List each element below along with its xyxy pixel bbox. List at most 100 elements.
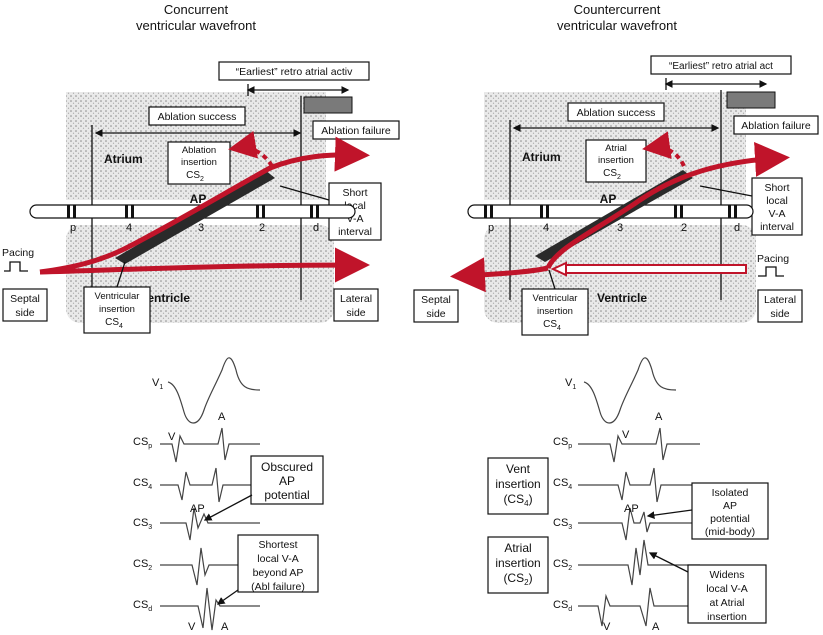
left-cs3-label: CS3: [133, 517, 152, 531]
right-atrins-line2: insertion: [495, 556, 540, 570]
right-title-line1: Countercurrent: [574, 2, 661, 17]
right-hollow-wavefront-head: [550, 261, 567, 277]
right-ventricle-label: Ventricle: [597, 291, 647, 305]
left-obscured-box: [250, 455, 324, 505]
left-obscured-line3: potential: [264, 488, 309, 502]
left-cath-p: p: [70, 222, 76, 234]
right-ablation-failure-box: [733, 115, 819, 135]
right-short-line1: Short: [764, 182, 789, 194]
left-electrograms: V1 V A CSp CS4 CS3 AP CS2 CSd V A Obscur…: [133, 357, 324, 633]
right-cs4-label: CS4: [553, 477, 572, 491]
left-earliest-label: “Earliest” retro atrial activ: [236, 66, 353, 78]
right-wavefront-septal-arrow: [450, 257, 549, 293]
left-wavefront-up-arrow: [39, 136, 370, 275]
right-ventins-line1: Vent: [506, 462, 531, 476]
left-ablation-success-box: [148, 106, 246, 126]
right-hollow-wavefront-bar: [565, 264, 747, 274]
left-csd-trace: [160, 587, 260, 631]
right-csp-trace: [578, 427, 700, 463]
left-obscured-pointer: [203, 494, 253, 521]
left-pacing-pulse-icon: [4, 261, 28, 272]
right-insertion-cs: CS2: [603, 168, 621, 181]
left-septal-line2: side: [15, 307, 34, 319]
left-obscured-line1: Obscured: [261, 460, 313, 474]
right-isolated-box: [691, 482, 769, 540]
right-cath-4: 4: [543, 222, 549, 234]
left-insertion-box: [167, 141, 231, 185]
left-insertion-cs: CS2: [186, 170, 204, 183]
left-catheter-electrodes: [67, 205, 319, 218]
right-v1-v-label: V: [622, 429, 630, 441]
left-shortest-line1: Shortest: [258, 539, 297, 551]
left-cs2-trace: [160, 547, 260, 586]
right-cs3-ap-label: AP: [624, 503, 639, 515]
left-insertion-line2: insertion: [181, 157, 217, 168]
left-v1-trace: [167, 357, 261, 424]
right-cath-2: 2: [681, 222, 687, 234]
left-shortest-line3: beyond AP: [253, 567, 304, 579]
left-vent-line2: insertion: [99, 304, 135, 315]
left-failure-bar: [303, 96, 353, 114]
left-atrium-label: Atrium: [104, 152, 143, 166]
right-septal-box: [413, 289, 459, 323]
left-ablation-success-label: Ablation success: [158, 111, 237, 123]
right-widens-box: [687, 564, 767, 624]
left-retro-dashed-arrow: [228, 130, 274, 168]
left-v1-label: V1: [152, 377, 163, 391]
left-csd-v-label: V: [188, 621, 196, 633]
left-csd-a-label: A: [221, 621, 229, 633]
right-widens-line4: insertion: [707, 611, 747, 623]
right-csd-v-label: V: [603, 621, 611, 633]
right-atrins-line3: (CS2): [503, 571, 532, 587]
left-insertion-line1: Ablation: [182, 145, 216, 156]
left-csp-label: CSp: [133, 436, 152, 450]
right-ablation-success-box: [567, 102, 665, 122]
right-lateral-line1: Lateral: [764, 294, 796, 306]
right-electrograms: V1 V A CSp CS4 CS3 AP CS2 CSd V A Vent i…: [487, 357, 769, 633]
right-cs2-label: CS2: [553, 558, 572, 572]
right-widens-line1: Widens: [709, 569, 744, 581]
right-widens-line2: local V-A: [706, 583, 747, 595]
left-cs2-label: CS2: [133, 558, 152, 572]
right-title-line2: ventricular wavefront: [557, 18, 677, 33]
right-isolated-line1: Isolated: [712, 487, 749, 499]
right-panel: Countercurrent ventricular wavefront “Ea…: [413, 2, 819, 336]
right-csp-label: CSp: [553, 436, 572, 450]
left-v1-a-label: A: [218, 411, 226, 423]
right-catheter-electrodes: [484, 205, 737, 218]
left-accessory-pathway: [115, 170, 275, 264]
right-septal-line1: Septal: [421, 294, 451, 306]
right-v1-trace: [583, 357, 677, 424]
right-cath-3: 3: [617, 222, 623, 234]
right-wavefront-up-arrow: [545, 141, 790, 270]
left-title-line1: Concurrent: [164, 2, 229, 17]
right-widens-pointer: [648, 552, 689, 573]
right-lateral-line2: side: [770, 308, 789, 320]
left-septal-box: [2, 288, 48, 322]
left-cath-2: 2: [259, 222, 265, 234]
right-short-line4: interval: [760, 221, 794, 233]
right-widens-line3: at Atrial: [709, 597, 744, 609]
right-short-line3: V-A: [769, 208, 786, 220]
left-shortest-box: [237, 534, 319, 593]
left-obscured-line2: AP: [279, 474, 295, 488]
left-pacing-label: Pacing: [2, 247, 34, 259]
left-lateral-line2: side: [346, 307, 365, 319]
right-vent-line1: Ventricular: [533, 293, 578, 304]
left-lateral-box: [333, 288, 379, 322]
right-cs3-trace: [578, 507, 700, 541]
left-v1-v-label: V: [168, 431, 176, 443]
left-panel: Concurrent ventricular wavefront “Earlie…: [2, 2, 400, 334]
left-shortest-pointer: [216, 589, 239, 605]
left-csd-label: CSd: [133, 599, 152, 613]
left-vent-line1: Ventricular: [95, 291, 140, 302]
right-atrins-line1: Atrial: [504, 541, 531, 555]
right-v1-a-label: A: [655, 411, 663, 423]
left-cs4-label: CS4: [133, 477, 152, 491]
left-shortest-line2: local V-A: [257, 553, 298, 565]
left-ventricle-label: Ventricle: [140, 291, 190, 305]
right-insertion-box: [585, 139, 647, 183]
right-cs3-label: CS3: [553, 517, 572, 531]
right-earliest-box: [650, 55, 792, 75]
